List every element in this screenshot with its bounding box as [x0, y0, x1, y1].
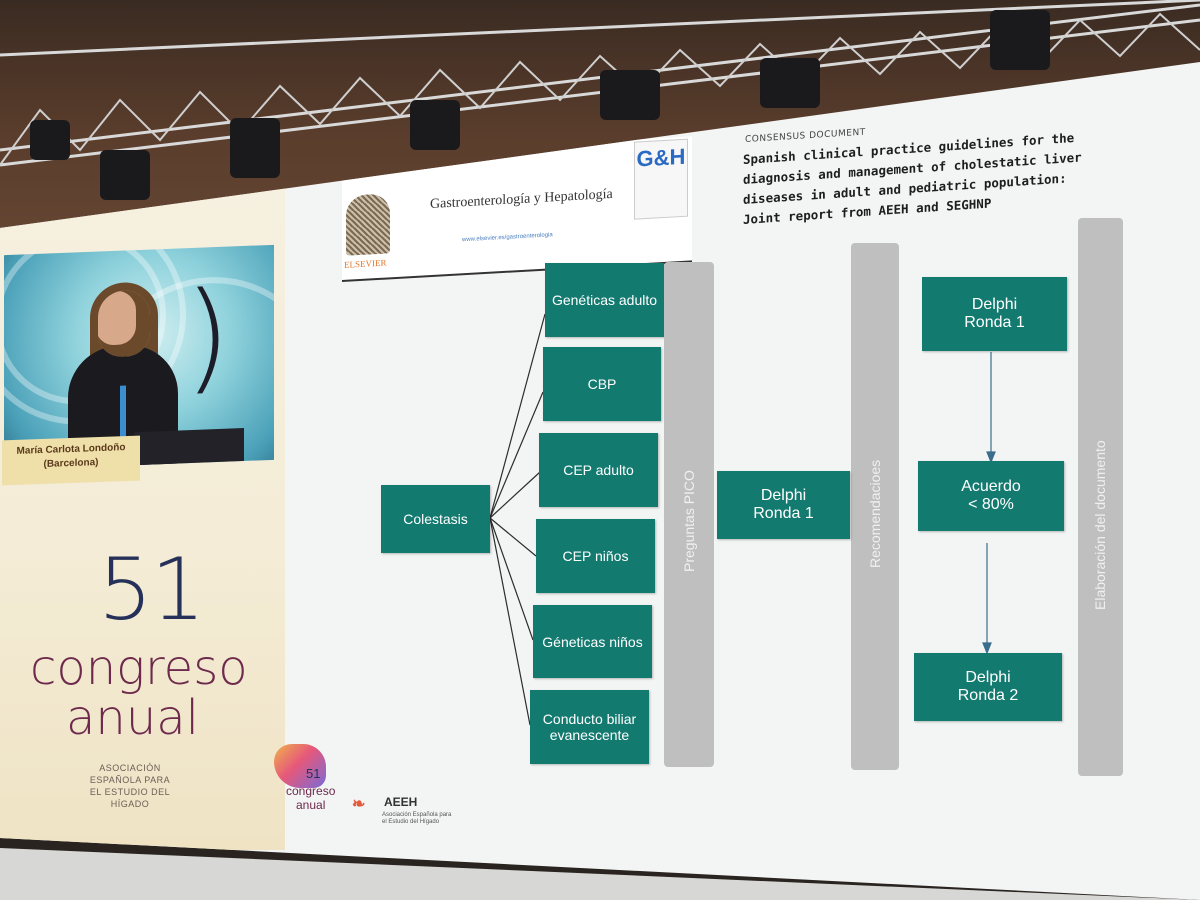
branch-box: Géneticas niños [533, 605, 652, 678]
branch-box: Conducto biliar evanescente [530, 690, 649, 764]
association-line: EL ESTUDIO DEL HÍGADO [89, 787, 171, 809]
branch-label: CEP niños [562, 548, 629, 564]
phase-bar-pico: Preguntas PICO [664, 262, 714, 767]
root-label: Colestasis [403, 511, 468, 527]
box-line: < 80% [968, 496, 1014, 513]
event-title-line2: anual [66, 690, 200, 746]
box-line: Delphi [971, 296, 1018, 313]
event-title-line1: congreso [30, 640, 248, 696]
aeeh-logo-icon: ❧ [352, 796, 366, 813]
aeeh-name: AEEH [384, 795, 418, 809]
branch-box: CEP niños [536, 519, 655, 593]
box-line: Delphi [965, 669, 1011, 686]
branch-box: Genéticas adulto [545, 263, 664, 337]
flowchart-root-box: Colestasis [381, 485, 490, 553]
delphi-round1-box: Delphi Ronda 1 [922, 277, 1067, 351]
footer-event-number: 51 [306, 766, 321, 781]
branch-box: CEP adulto [539, 433, 658, 507]
association-line: ESPAÑOLA PARA [89, 775, 171, 785]
branch-label: Genéticas adulto [551, 292, 658, 308]
box-line: Ronda 1 [964, 314, 1025, 331]
phase-label: Elaboración del documento [1092, 440, 1108, 610]
branch-label: CEP adulto [563, 462, 634, 478]
agreement-box: Acuerdo < 80% [918, 461, 1064, 531]
phase-bar-document: Elaboración del documento [1078, 218, 1123, 776]
phase-label: Recomendacioes [867, 459, 883, 568]
lighting-truss [0, 0, 1200, 200]
delphi-round2-box: Delphi Ronda 2 [914, 653, 1062, 721]
branch-label: Géneticas niños [542, 633, 643, 650]
association-name: ASOCIACIÓN ESPAÑOLA PARA EL ESTUDIO DEL … [70, 762, 190, 810]
branch-box: CBP [543, 347, 661, 421]
association-line: ASOCIACIÓN [99, 763, 161, 773]
branch-label: Conducto biliar evanescente [542, 711, 637, 743]
branch-label: CBP [587, 376, 617, 392]
footer-event-line1: congreso [286, 784, 336, 798]
box-line: Ronda 2 [957, 687, 1019, 704]
footer-event-line2: anual [296, 798, 326, 812]
delphi-round1-middle-box: Delphi Ronda 1 [717, 471, 850, 539]
liver-logo-icon [274, 744, 326, 788]
box-line: Ronda 1 [753, 505, 814, 522]
box-line: Acuerdo [961, 478, 1021, 495]
event-number: 51 [98, 540, 205, 640]
phase-label: Preguntas PICO [681, 470, 697, 572]
box-line: Delphi [760, 487, 807, 504]
phase-bar-recommendations: Recomendacioes [851, 243, 899, 770]
aeeh-fullname: Asociación Española para el Estudio del … [382, 812, 452, 825]
